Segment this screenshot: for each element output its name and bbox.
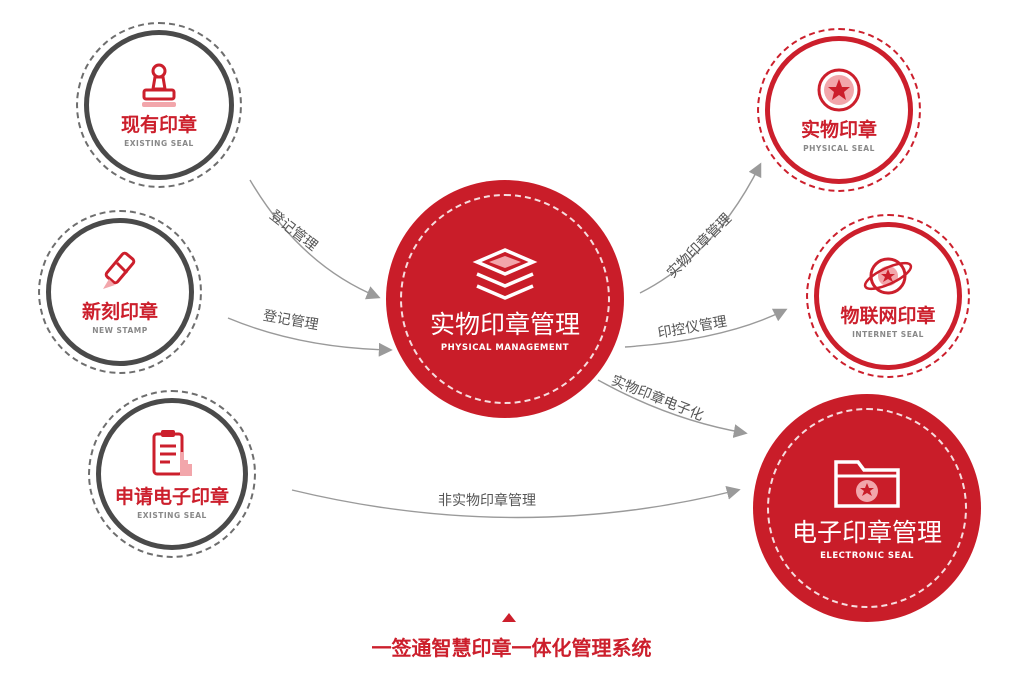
edge-label-non-physical: 非实物印章管理 <box>438 493 536 509</box>
node-physical-seal: 实物印章 PHYSICAL SEAL <box>757 28 921 192</box>
folder-star-icon <box>834 459 900 508</box>
stamp-icon <box>142 63 176 107</box>
dashed-ring <box>806 214 970 378</box>
globe-orbit-icon <box>863 257 913 295</box>
node-physical-management: 实物印章管理 PHYSICAL MANAGEMENT <box>386 180 624 418</box>
node-subtitle: PHYSICAL MANAGEMENT <box>440 342 570 353</box>
layers-icon <box>472 247 538 300</box>
node-subtitle: PHYSICAL SEAL <box>803 144 875 154</box>
footer-title: 一签通智慧印章一体化管理系统 <box>371 636 652 660</box>
marker-pen-icon <box>103 251 136 289</box>
node-electronic-seal: 电子印章管理 ELECTRONIC SEAL <box>753 394 981 622</box>
arrow-physical-to-electronic <box>597 379 748 438</box>
node-subtitle: INTERNET SEAL <box>852 330 924 340</box>
node-existing-seal: 现有印章 EXISTING SEAL <box>76 22 242 188</box>
arrow-apply-to-electronic <box>291 485 741 519</box>
footer-triangle-marker <box>502 613 516 622</box>
arrow-existing-to-physical <box>249 179 381 300</box>
dashed-ring <box>757 28 921 192</box>
node-new-stamp: 新刻印章 NEW STAMP <box>38 210 202 374</box>
arrow-physical-to-physical-seal <box>639 162 762 294</box>
node-title: 电子印章管理 <box>791 517 942 547</box>
node-title: 物联网印章 <box>840 304 936 327</box>
node-subtitle: EXISTING SEAL <box>137 511 207 521</box>
node-internet-seal: 物联网印章 INTERNET SEAL <box>806 214 970 378</box>
arrow-new-to-physical <box>227 317 393 357</box>
node-title: 现有印章 <box>120 113 197 136</box>
node-title: 申请电子印章 <box>114 485 229 508</box>
dashed-ring <box>767 408 967 608</box>
dashed-ring <box>88 390 256 558</box>
star-badge-icon <box>817 68 861 112</box>
dashed-ring <box>76 22 242 188</box>
node-title: 实物印章管理 <box>429 309 580 339</box>
dashed-ring <box>38 210 202 374</box>
node-subtitle: NEW STAMP <box>92 326 148 336</box>
node-subtitle: EXISTING SEAL <box>124 139 194 149</box>
dashed-ring <box>400 194 610 404</box>
node-subtitle: ELECTRONIC SEAL <box>820 550 914 561</box>
node-apply-electronic-seal: 申请电子印章 EXISTING SEAL <box>88 390 256 558</box>
node-title: 新刻印章 <box>81 300 158 323</box>
arrow-physical-to-internet-seal <box>624 308 788 348</box>
node-title: 实物印章 <box>800 118 877 141</box>
clipboard-hand-icon <box>152 429 192 476</box>
